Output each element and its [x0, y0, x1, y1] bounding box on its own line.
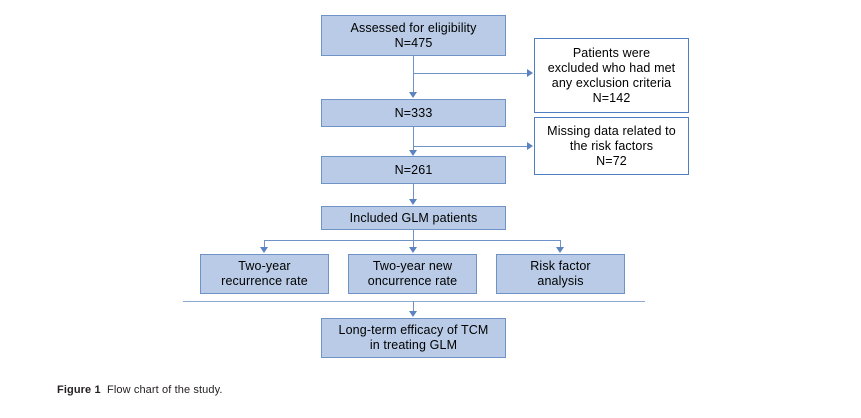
- figure-caption: Figure 1 Flow chart of the study.: [57, 383, 223, 397]
- node-n333: N=333: [321, 99, 506, 127]
- figure-caption-text: Flow chart of the study.: [107, 384, 223, 396]
- connector-n333-to-missing-data: [413, 146, 528, 147]
- connector-rule-to-efficacy: [413, 301, 414, 313]
- connector-included-branch-bar: [264, 240, 561, 241]
- connector-assessed-to-excluded: [413, 73, 528, 74]
- outcomes-summary-rule: [183, 301, 645, 302]
- connector-n261-to-included: [413, 184, 414, 200]
- connector-branch-to-oncurrence: [413, 240, 414, 249]
- arrowhead-assessed-to-n333: [409, 92, 417, 98]
- flow-chart-canvas: Assessed for eligibility N=475 Patients …: [183, 15, 689, 358]
- arrowhead-n333-to-missing-data: [527, 142, 533, 150]
- arrowhead-branch-to-risk-factor: [556, 247, 564, 253]
- figure-caption-label: Figure 1: [57, 384, 101, 396]
- connector-branch-to-recurrence: [264, 240, 265, 249]
- node-n261: N=261: [321, 156, 506, 184]
- connector-included-stem: [413, 230, 414, 240]
- arrowhead-n333-to-n261: [409, 150, 417, 156]
- node-long-term-efficacy: Long-term efficacy of TCM in treating GL…: [321, 318, 506, 358]
- arrowhead-branch-to-recurrence: [260, 247, 268, 253]
- node-assessed-for-eligibility: Assessed for eligibility N=475: [321, 15, 506, 56]
- arrowhead-assessed-to-excluded: [527, 69, 533, 77]
- connector-assessed-to-n333: [413, 56, 414, 93]
- connector-branch-to-risk-factor: [560, 240, 561, 249]
- node-two-year-recurrence-rate: Two-year recurrence rate: [200, 254, 329, 294]
- node-missing-data: Missing data related to the risk factors…: [534, 117, 689, 175]
- connector-n333-to-n261: [413, 127, 414, 151]
- node-two-year-new-oncurrence-rate: Two-year new oncurrence rate: [348, 254, 477, 294]
- node-included-glm-patients: Included GLM patients: [321, 206, 506, 230]
- arrowhead-branch-to-oncurrence: [409, 247, 417, 253]
- arrowhead-n261-to-included: [409, 199, 417, 205]
- node-risk-factor-analysis: Risk factor analysis: [496, 254, 625, 294]
- node-patients-excluded: Patients were excluded who had met any e…: [534, 38, 689, 113]
- arrowhead-rule-to-efficacy: [409, 311, 417, 317]
